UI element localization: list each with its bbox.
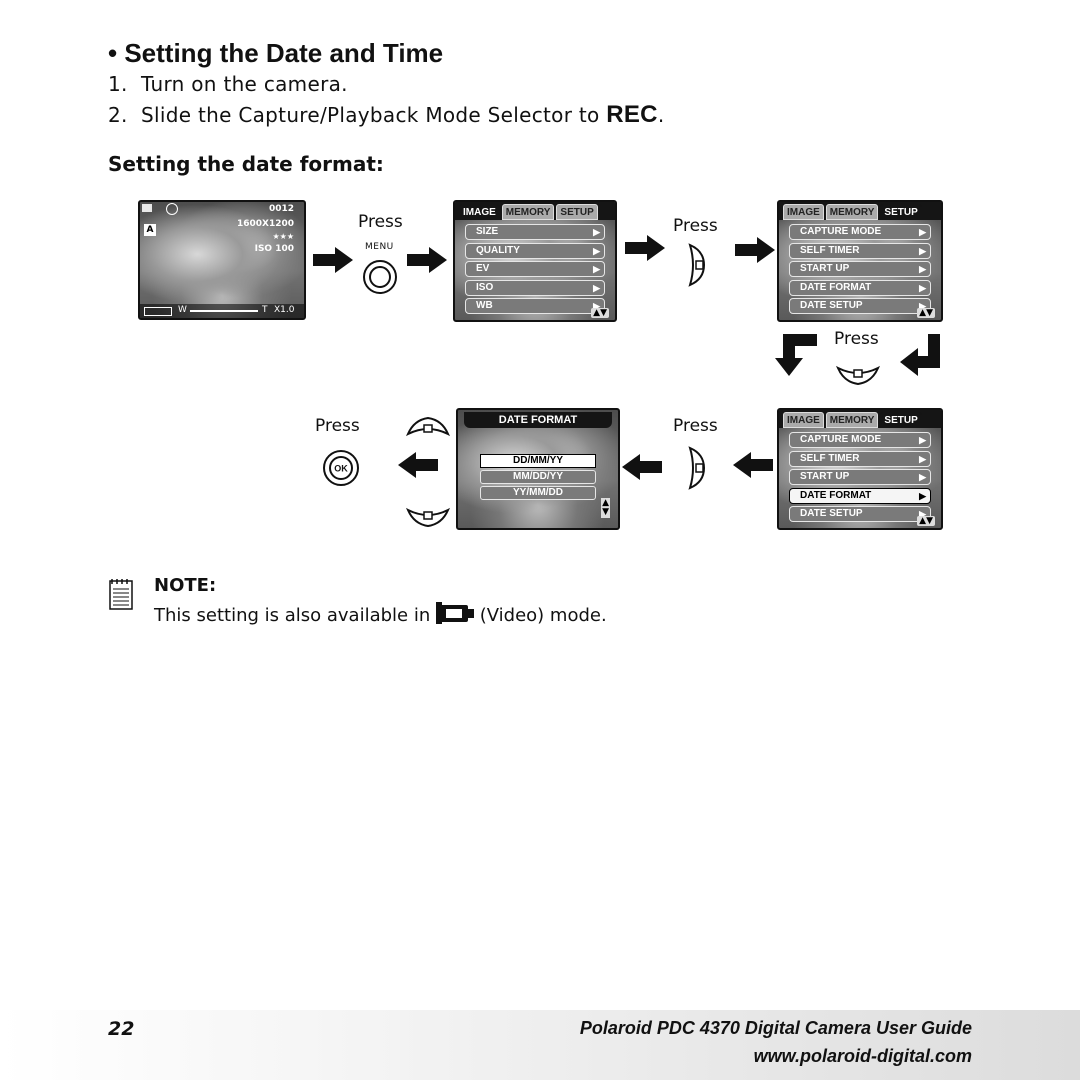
page-number: 22 (108, 1018, 135, 1040)
guide-title: Polaroid PDC 4370 Digital Camera User Gu… (579, 1018, 972, 1038)
zoom-t-label: T (262, 305, 268, 315)
menu-item-date-format[interactable]: DATE FORMAT▶ (789, 279, 931, 296)
press-label: Press (834, 329, 879, 349)
video-camera-icon (435, 602, 474, 624)
arrow-right-icon (407, 247, 447, 273)
menu-label: MENU (365, 242, 394, 252)
up-button-icon[interactable] (406, 416, 450, 438)
scroll-arrows-icon: ▲▼ (917, 308, 935, 318)
scroll-arrows-icon: ▲▼ (601, 498, 610, 518)
note-text-before: This setting is also available in (154, 605, 431, 626)
preview-screen: A 0012 1600X1200 ★★★ ISO 100 W T X1.0 (138, 200, 306, 320)
rec-mode-label: REC (606, 101, 658, 128)
menu-item-capture-mode[interactable]: CAPTURE MODE▶ (789, 432, 931, 448)
down-button-icon[interactable] (836, 364, 880, 386)
auto-mode-icon: A (144, 224, 156, 236)
arrow-right-icon (625, 235, 665, 261)
tab-memory[interactable]: MEMORY (825, 204, 879, 220)
scroll-arrows-icon: ▲▼ (917, 516, 935, 526)
iso-readout: ISO 100 (254, 244, 294, 254)
date-format-screen: DATE FORMAT DD/MM/YY MM/DD/YY YY/MM/DD ▲… (456, 408, 620, 530)
arrow-left-icon (622, 454, 662, 480)
step-tail: . (657, 103, 665, 127)
tab-memory[interactable]: MEMORY (825, 412, 879, 428)
menu-item-start-up[interactable]: START UP▶ (789, 469, 931, 485)
note-title: NOTE: (154, 575, 217, 596)
step-number: 1. (108, 72, 128, 96)
ok-label: OK (334, 464, 348, 474)
tab-image[interactable]: IMAGE (783, 412, 824, 428)
arrow-right-icon (313, 247, 353, 273)
resolution-readout: 1600X1200 (236, 219, 294, 229)
scroll-arrows-icon: ▲▼ (591, 308, 609, 318)
menu-button[interactable] (362, 259, 398, 295)
menu-item-start-up[interactable]: START UP▶ (789, 261, 931, 277)
press-label: Press (673, 216, 718, 236)
ok-button[interactable]: OK (322, 449, 360, 487)
menu-item-iso[interactable]: ISO▶ (465, 279, 605, 296)
arrow-left-icon (398, 452, 438, 478)
note-text: This setting is also available in (Video… (154, 602, 607, 626)
footer-bar (0, 1010, 1080, 1080)
step-text: Slide the Capture/Playback Mode Selector… (141, 103, 600, 127)
zoom-value: X1.0 (274, 305, 295, 315)
tab-setup[interactable]: SETUP (880, 412, 922, 428)
arrow-right-icon (735, 237, 775, 263)
title-text: Setting the Date and Time (124, 38, 444, 68)
step-1: 1. Turn on the camera. (108, 72, 348, 96)
press-label: Press (358, 212, 403, 232)
memory-icon (144, 307, 172, 316)
menu-item-quality[interactable]: QUALITY▶ (465, 242, 605, 259)
step-text: Turn on the camera. (141, 72, 348, 96)
date-format-title: DATE FORMAT (464, 412, 612, 428)
right-button-icon[interactable] (686, 446, 708, 490)
setup-menu-screen: IMAGE MEMORY SETUP CAPTURE MODE▶ SELF TI… (777, 200, 943, 322)
zoom-track (190, 310, 258, 312)
press-label: Press (315, 416, 360, 436)
step-2: 2. Slide the Capture/Playback Mode Selec… (108, 101, 664, 129)
website-url: www.polaroid-digital.com (753, 1046, 972, 1066)
menu-item-wb[interactable]: WB▶ (465, 298, 605, 314)
menu-item-self-timer[interactable]: SELF TIMER▶ (789, 450, 931, 467)
down-button-icon[interactable] (406, 506, 450, 528)
date-option-dd-mm-yy[interactable]: DD/MM/YY (480, 454, 596, 468)
flash-icon (166, 203, 178, 215)
menu-item-ev[interactable]: EV▶ (465, 261, 605, 277)
notepad-icon (109, 579, 133, 610)
battery-icon (142, 204, 152, 212)
tab-setup[interactable]: SETUP (880, 204, 922, 220)
menu-tabs: IMAGE MEMORY SETUP (779, 410, 941, 428)
note-text-after: (Video) mode. (479, 605, 607, 626)
section-title: • Setting the Date and Time (108, 38, 443, 69)
arrow-down-icon (775, 334, 817, 376)
image-menu-screen: IMAGE MEMORY SETUP SIZE▶ QUALITY▶ EV▶ IS… (453, 200, 617, 322)
menu-item-date-setup[interactable]: DATE SETUP▶ (789, 506, 931, 522)
subheading: Setting the date format: (108, 152, 384, 176)
menu-tabs: IMAGE MEMORY SETUP (455, 202, 615, 220)
shot-counter: 0012 (268, 204, 294, 214)
right-button-icon[interactable] (686, 243, 708, 287)
quality-stars: ★★★ (272, 232, 294, 241)
menu-item-capture-mode[interactable]: CAPTURE MODE▶ (789, 224, 931, 240)
step-number: 2. (108, 103, 128, 127)
title-bullet: • (108, 38, 118, 68)
tab-setup[interactable]: SETUP (556, 204, 598, 220)
arrow-left-icon (733, 452, 773, 478)
arrow-down-left-icon (900, 334, 940, 376)
tab-image[interactable]: IMAGE (783, 204, 824, 220)
date-option-yy-mm-dd[interactable]: YY/MM/DD (480, 486, 596, 500)
date-option-mm-dd-yy[interactable]: MM/DD/YY (480, 470, 596, 484)
tab-memory[interactable]: MEMORY (501, 204, 555, 220)
menu-tabs: IMAGE MEMORY SETUP (779, 202, 941, 220)
menu-item-size[interactable]: SIZE▶ (465, 224, 605, 240)
zoom-w-label: W (178, 305, 187, 315)
menu-item-self-timer[interactable]: SELF TIMER▶ (789, 242, 931, 259)
zoom-bar: W T X1.0 (140, 304, 304, 318)
menu-item-date-format[interactable]: DATE FORMAT▶ (789, 487, 931, 504)
press-label: Press (673, 416, 718, 436)
setup-menu-screen-selected: IMAGE MEMORY SETUP CAPTURE MODE▶ SELF TI… (777, 408, 943, 530)
tab-image[interactable]: IMAGE (459, 204, 500, 220)
menu-item-date-setup[interactable]: DATE SETUP▶ (789, 298, 931, 314)
